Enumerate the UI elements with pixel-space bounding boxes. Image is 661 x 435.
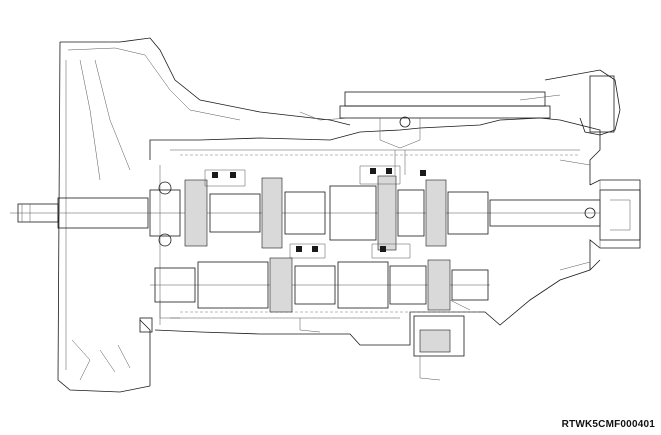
input-shaft <box>10 197 600 229</box>
bell-housing <box>57 37 351 393</box>
figure-reference-code: RTWK5CMF000401 <box>561 419 655 430</box>
gearbox-case <box>149 117 601 346</box>
synchronizer-details <box>158 165 596 259</box>
extension-housing <box>559 159 641 271</box>
mainshaft-gears <box>149 175 641 251</box>
shift-mechanism <box>299 69 621 175</box>
reverse-idler <box>139 315 465 381</box>
countershaft <box>150 257 490 319</box>
